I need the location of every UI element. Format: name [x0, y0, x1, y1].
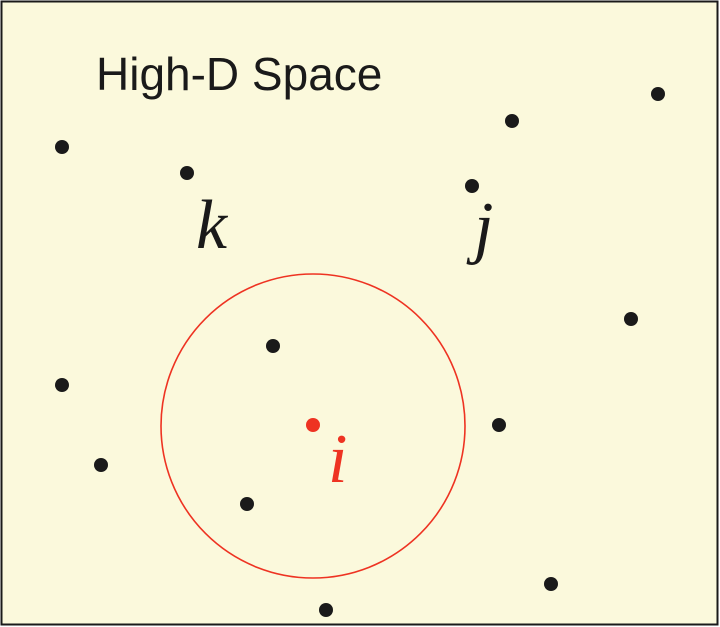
data-point	[505, 114, 519, 128]
data-point	[492, 418, 506, 432]
data-point	[624, 312, 638, 326]
label-k: k	[196, 187, 229, 264]
data-point	[544, 577, 558, 591]
data-point	[55, 140, 69, 154]
data-point	[266, 339, 280, 353]
data-point	[319, 603, 333, 617]
data-point-i	[306, 418, 320, 432]
data-points	[55, 87, 665, 617]
data-point	[55, 378, 69, 392]
neighborhood-circle	[160, 273, 466, 579]
label-i: i	[328, 421, 347, 498]
data-point	[94, 458, 108, 472]
data-point	[651, 87, 665, 101]
diagram-title: High-D Space	[96, 48, 382, 100]
data-point-k	[180, 166, 194, 180]
data-point-j	[465, 179, 479, 193]
data-point	[240, 497, 254, 511]
